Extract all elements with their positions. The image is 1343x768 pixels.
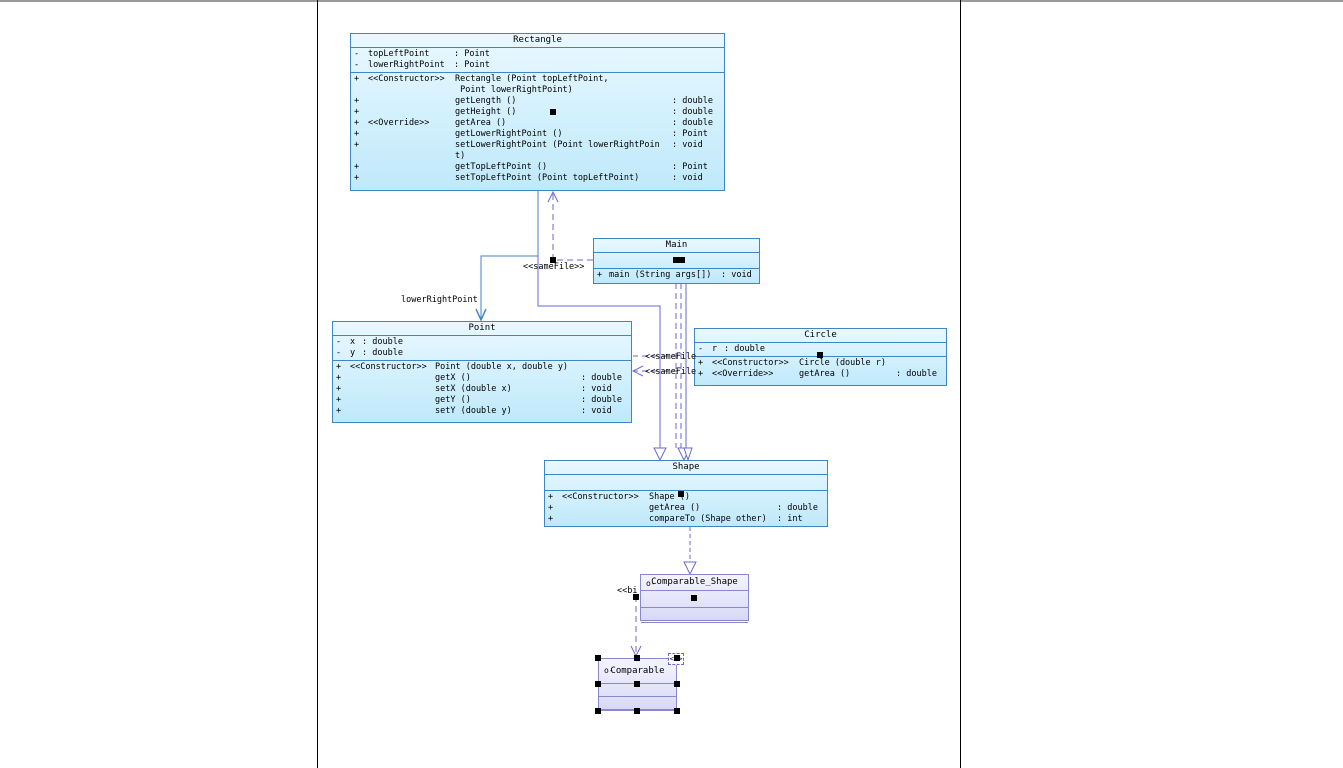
method-row: +setTopLeftPoint (Point topLeftPoint): v… [354,173,703,183]
selection-handle[interactable] [634,708,640,714]
attributes-section [599,684,676,697]
attributes-section [594,253,759,269]
page-right-border [960,0,961,768]
method-row: +getLength (): double [354,96,713,106]
method-row: Point lowerRightPoint) [455,85,573,95]
method-row: +setY (double y): void [336,406,612,416]
method-row: +<<Override>>getArea (): double [698,369,937,379]
method-row: +getHeight (): double [354,107,713,117]
edge-main-rectangle [552,192,593,261]
class-point[interactable]: Point -x: double -y: double +<<Construct… [332,321,632,423]
method-row: +<<Constructor>>Shape () [548,492,690,502]
arrowhead-rectangle [547,190,559,203]
class-shape[interactable]: Shape +<<Constructor>>Shape () +getArea … [544,460,828,527]
method-row: +<<Constructor>>Point (double x, double … [336,362,569,372]
interface-lollipop-icon: o- [646,579,656,588]
anchor-handle[interactable] [673,257,679,263]
edge-rectangle-shape [537,256,661,448]
anchor-handle[interactable] [678,491,684,497]
anchor-handle[interactable] [817,352,823,358]
anchor-handle[interactable] [550,109,556,115]
selection-handle[interactable] [634,655,640,661]
method-row: +compareTo (Shape other): int [548,514,803,524]
class-title: Point [333,322,631,336]
class-title: o- Comparable_Shape [641,575,748,591]
method-row: +setX (double x): void [336,384,612,394]
anchor-handle[interactable] [633,594,639,600]
class-title: Circle [695,329,946,343]
page-left-border [317,0,318,768]
method-row: +setLowerRightPoint (Point lowerRightPoi… [354,140,703,150]
methods-section [641,608,748,623]
anchor-handle[interactable] [691,595,697,601]
attribute-row: -y: double [336,348,403,358]
selection-handle[interactable] [595,708,601,714]
attributes-section [641,591,748,608]
method-row: +getLowerRightPoint (): Point [354,129,708,139]
selection-handle[interactable] [595,681,601,687]
methods-section: +<<Constructor>>Rectangle (Point topLeft… [351,73,724,185]
methods-section: +<<Constructor>>Shape () +getArea (): do… [545,491,827,526]
selection-handle[interactable] [595,655,601,661]
selection-handle[interactable] [674,681,680,687]
method-row: +<<Constructor>>Circle (double r) [698,358,886,368]
attributes-section: -x: double -y: double [333,336,631,361]
method-row: +getTopLeftPoint (): Point [354,162,708,172]
attribute-row: -lowerRightPoint: Point [354,60,490,70]
edge-label-samefile: <<sameFile [645,367,697,377]
attributes-section: -topLeftPoint: Point -lowerRightPoint: P… [351,48,724,73]
arrowhead-point [475,308,487,322]
generalization-arrowhead-rectangle [653,447,667,462]
methods-section: +<<Constructor>>Point (double x, double … [333,361,631,418]
arrowhead-point-dep [631,365,644,377]
selection-handle[interactable] [634,681,640,687]
attribute-row: -r: double [698,344,765,354]
edge-label-samefile: <<sameFile>> [523,262,585,272]
anchor-handle[interactable] [679,257,685,263]
interface-lollipop-icon: o- [604,666,614,675]
method-row: t) [455,151,466,161]
class-title: Main [594,239,759,253]
method-row: +main (String args[]): void [597,270,752,280]
method-row: +getY (): double [336,395,622,405]
selection-handle[interactable] [674,708,680,714]
class-rectangle[interactable]: Rectangle -topLeftPoint: Point -lowerRig… [350,33,725,191]
class-title: Rectangle [351,34,724,48]
method-row: +getX (): double [336,373,622,383]
edge-label-bind: <<bi [617,586,638,596]
attribute-row: -topLeftPoint: Point [354,49,490,59]
method-row: +getArea (): double [548,503,818,513]
anchor-handle[interactable] [550,257,556,263]
edge-rectangle-point [480,190,539,320]
class-title: Shape [545,461,827,475]
window-top-border [0,0,1343,2]
selection-handle[interactable] [674,655,680,661]
methods-section: +<<Constructor>>Circle (double r) +<<Ove… [695,357,946,381]
generalization-arrowhead-circle-2 [683,447,693,462]
method-row: +<<Override>>getArea (): double [354,118,713,128]
attribute-row: -x: double [336,337,403,347]
method-row: +<<Constructor>>Rectangle (Point topLeft… [354,74,609,84]
edge-label-lowerrightpoint: lowerRightPoint [401,295,478,305]
edge-label-samefile: <<sameFile [645,352,697,362]
attributes-section [545,475,827,491]
realization-arrowhead [683,561,697,576]
methods-section: +main (String args[]): void [594,269,759,282]
